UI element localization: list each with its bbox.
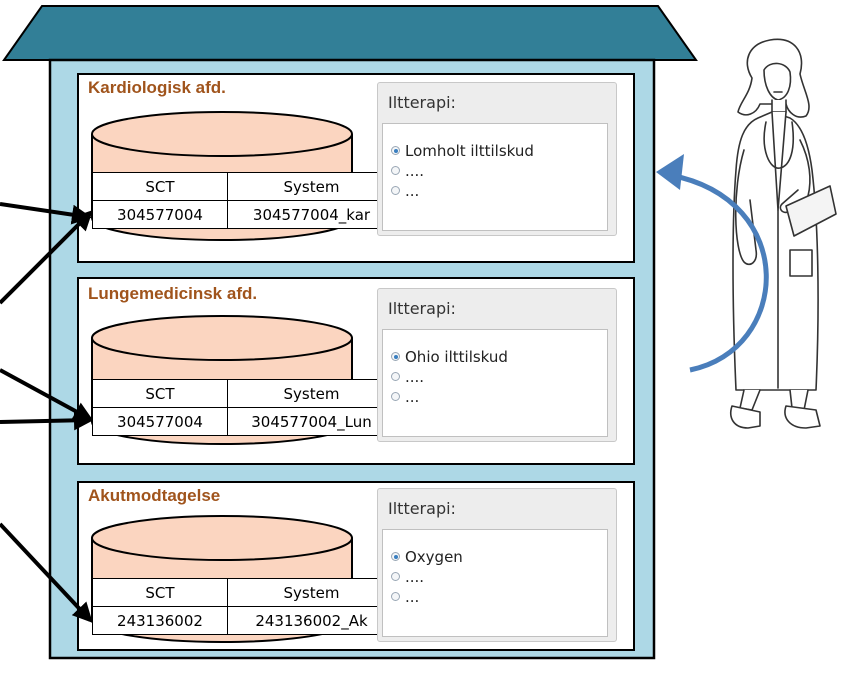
table-header-system: System — [227, 578, 396, 607]
code-mapping-table: SCT System 243136002 243136002_Ak — [92, 578, 396, 635]
clinician-figure-icon — [730, 38, 837, 429]
table-cell-system: 243136002_Ak — [227, 606, 396, 635]
radio-selected-icon[interactable] — [391, 352, 400, 361]
radio-selected-icon[interactable] — [391, 146, 400, 155]
options-list: Oxygen .... ... — [382, 529, 608, 637]
radio-option[interactable]: ... — [391, 388, 419, 406]
radio-icon[interactable] — [391, 372, 400, 381]
arrow — [0, 210, 93, 305]
table-header-sct: SCT — [92, 172, 228, 201]
panel-label: Iltterapi: — [388, 93, 456, 112]
panel-label: Iltterapi: — [388, 499, 456, 518]
radio-option[interactable]: ... — [391, 588, 419, 606]
building-roof — [2, 5, 698, 61]
code-mapping-table: SCT System 304577004 304577004_Lun — [92, 379, 396, 436]
return-arrow-icon — [656, 154, 769, 373]
radio-icon[interactable] — [391, 392, 400, 401]
department-title: Akutmodtagelse — [88, 486, 221, 505]
table-cell-sct: 304577004 — [92, 200, 228, 229]
options-list: Lomholt ilttilskud .... ... — [382, 123, 608, 231]
arrow — [0, 410, 94, 431]
table-header-sct: SCT — [92, 578, 228, 607]
department-title: Lungemedicinsk afd. — [88, 284, 258, 303]
radio-icon[interactable] — [391, 572, 400, 581]
options-list: Ohio ilttilskud .... ... — [382, 329, 608, 437]
table-header-sct: SCT — [92, 379, 228, 408]
radio-selected-icon[interactable] — [391, 552, 400, 561]
mapping-arrows — [0, 202, 94, 623]
department-title: Kardiologisk afd. — [88, 78, 226, 97]
arrow — [0, 522, 93, 623]
radio-option[interactable]: .... — [391, 162, 424, 180]
radio-option[interactable]: .... — [391, 368, 424, 386]
table-cell-system: 304577004_kar — [227, 200, 396, 229]
radio-icon[interactable] — [391, 166, 400, 175]
table-cell-sct: 243136002 — [92, 606, 228, 635]
radio-option[interactable]: Oxygen — [391, 548, 463, 566]
iltterapi-panel: Iltterapi: Lomholt ilttilskud .... ... — [377, 82, 617, 236]
radio-option[interactable]: .... — [391, 568, 424, 586]
radio-option[interactable]: Lomholt ilttilskud — [391, 142, 534, 160]
table-header-system: System — [227, 172, 396, 201]
table-cell-system: 304577004_Lun — [227, 407, 396, 436]
table-header-system: System — [227, 379, 396, 408]
code-mapping-table: SCT System 304577004 304577004_kar — [92, 172, 396, 229]
radio-icon[interactable] — [391, 186, 400, 195]
iltterapi-panel: Iltterapi: Ohio ilttilskud .... ... — [377, 288, 617, 442]
radio-option[interactable]: ... — [391, 182, 419, 200]
radio-option[interactable]: Ohio ilttilskud — [391, 348, 508, 366]
table-cell-sct: 304577004 — [92, 407, 228, 436]
iltterapi-panel: Iltterapi: Oxygen .... ... — [377, 488, 617, 642]
radio-icon[interactable] — [391, 592, 400, 601]
panel-label: Iltterapi: — [388, 299, 456, 318]
